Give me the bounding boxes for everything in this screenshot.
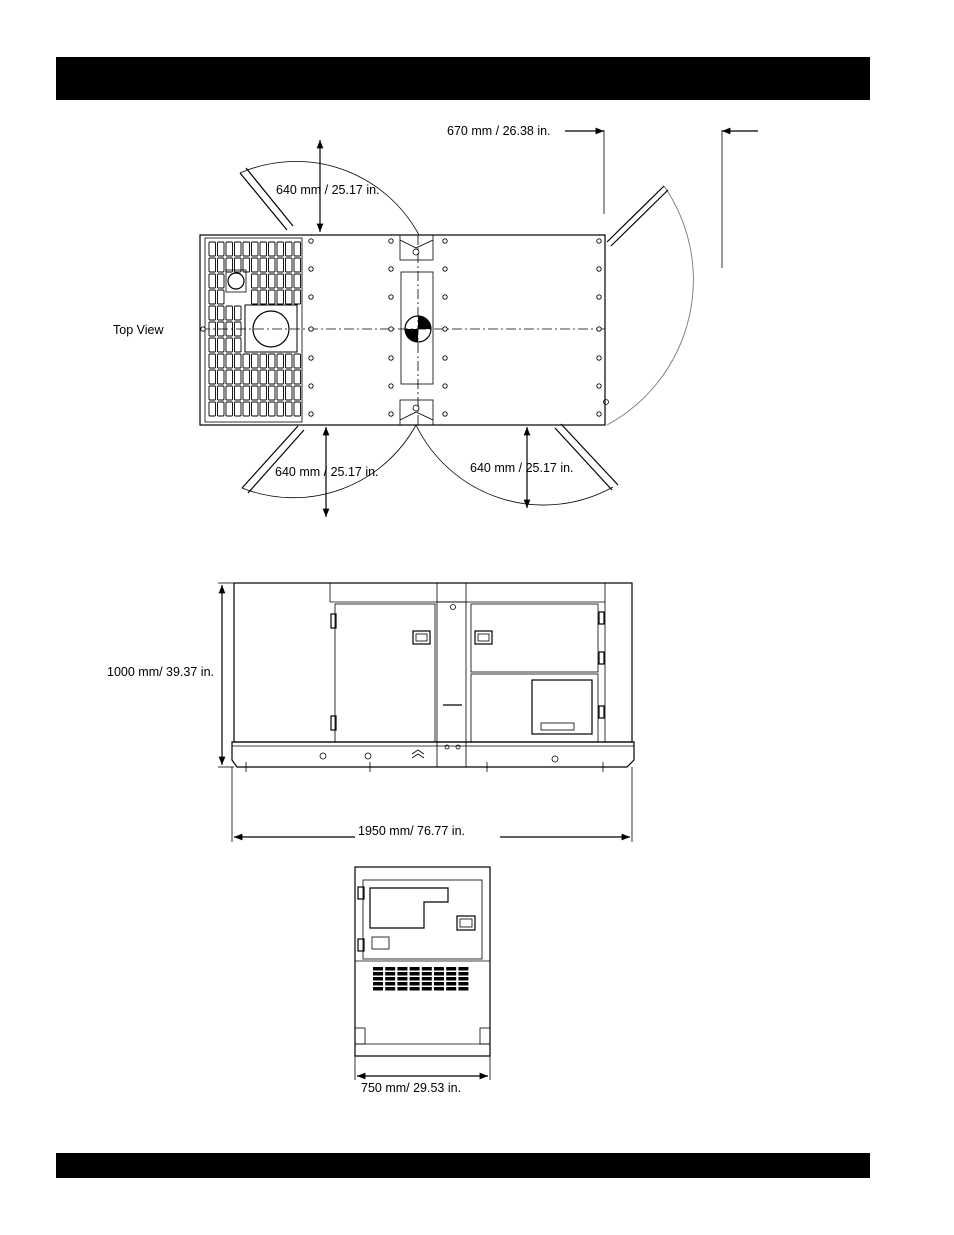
- side-door-left: [335, 604, 435, 742]
- length-dimension-label: 1950 mm/ 76.77 in.: [358, 824, 465, 838]
- front-louvers: [373, 967, 468, 991]
- door-latch-right: [475, 631, 492, 644]
- top-left-door-swing-label: 640 mm / 25.17 in.: [276, 183, 380, 197]
- side-view: [218, 583, 634, 842]
- bottom-left-door-swing-label: 640 mm / 25.17 in.: [275, 465, 379, 479]
- front-panel-cutout: [370, 888, 448, 928]
- right-door-clearance-label: 670 mm / 26.38 in.: [447, 124, 551, 138]
- width-dimension-label: 750 mm/ 29.53 in.: [361, 1081, 461, 1095]
- door-latch: [413, 631, 430, 644]
- lifting-symbol-icon: [412, 750, 424, 758]
- height-dimension-label: 1000 mm/ 39.37 in.: [107, 665, 214, 679]
- side-door-right: [471, 604, 598, 672]
- front-housing: [355, 867, 490, 1056]
- side-housing: [234, 583, 632, 742]
- front-view: [355, 867, 490, 1080]
- radiator-cap: [228, 273, 244, 289]
- top-view-label: Top View: [113, 323, 164, 337]
- bottom-right-door-swing-label: 640 mm / 25.17 in.: [470, 461, 574, 475]
- front-door: [363, 880, 482, 959]
